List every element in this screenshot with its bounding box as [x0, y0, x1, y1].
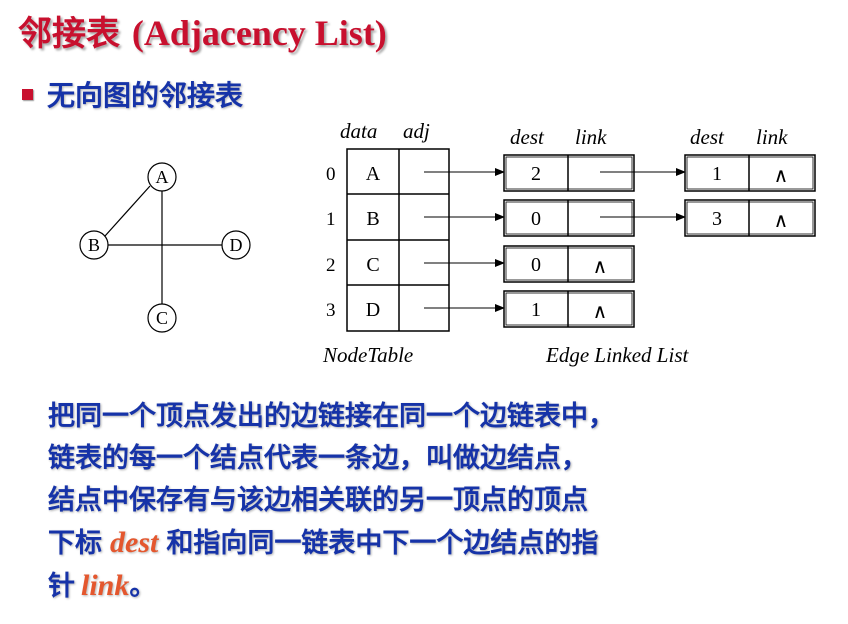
node-table-cell: A: [366, 163, 381, 185]
graph-node-c: C: [147, 303, 177, 333]
paragraph-text: 。: [129, 571, 157, 602]
edge-dest-value: 1: [712, 163, 722, 185]
edge-list-caption: Edge Linked List: [545, 343, 689, 367]
null-link-symbol: ∧: [774, 208, 789, 232]
graph-node-d-label: D: [230, 235, 243, 255]
row-index: 3: [326, 300, 336, 321]
node-table: [346, 148, 450, 332]
row-index: 1: [326, 209, 336, 230]
description-paragraph: 把同一个顶点发出的边链接在同一个边链表中， 链表的每一个结点代表一条边，叫做边结…: [48, 396, 848, 608]
graph-node-a: A: [147, 162, 177, 192]
graph-node-a-label: A: [156, 167, 169, 187]
graph: A B C D: [79, 162, 251, 333]
graph-node-c-label: C: [156, 308, 168, 328]
keyword-dest: dest: [110, 526, 159, 559]
paragraph-text: 下标: [48, 528, 102, 559]
bullet-square-icon: [22, 88, 33, 100]
null-link-symbol: ∧: [593, 254, 608, 278]
edge-node-row1-col0: 0: [503, 199, 635, 237]
title-zh: 邻接表: [18, 14, 120, 54]
bullet-item: 无向图的邻接表: [22, 74, 243, 114]
title-en: (Adjacency List): [131, 13, 387, 53]
bullet-text: 无向图的邻接表: [47, 79, 244, 112]
row-index: 2: [326, 255, 336, 276]
edge-node-row3-col0: 1 ∧: [503, 290, 635, 328]
node-table-cell: B: [366, 208, 379, 230]
edge-dest-value: 3: [712, 208, 722, 230]
edge-header-link: link: [756, 125, 788, 149]
edge-header-link: link: [575, 125, 607, 149]
paragraph-line: 链表的每一个结点代表一条边，叫做边结点，: [48, 443, 588, 474]
null-link-symbol: ∧: [593, 299, 608, 323]
graph-node-b-label: B: [88, 235, 100, 255]
edge-node-row1-col1: 3 ∧: [684, 199, 816, 237]
edge-dest-value: 0: [531, 254, 541, 276]
graph-node-b: B: [79, 230, 109, 260]
edge-node-row2-col0: 0 ∧: [503, 245, 635, 283]
paragraph-text: 针: [48, 571, 75, 602]
node-table-caption: NodeTable: [322, 343, 413, 367]
paragraph-line: 结点中保存有与该边相关联的另一顶点的顶点: [48, 485, 588, 516]
null-link-symbol: ∧: [774, 163, 789, 187]
keyword-link: link: [81, 569, 130, 602]
graph-node-d: D: [221, 230, 251, 260]
paragraph-text: 和指向同一链表中下一个边结点的指: [166, 528, 599, 559]
edge-dest-value: 2: [531, 163, 541, 185]
edge-dest-value: 0: [531, 208, 541, 230]
node-table-cell: D: [366, 299, 380, 321]
edge-header-dest: dest: [690, 125, 725, 149]
page-title: 邻接表 (Adjacency List): [18, 6, 387, 55]
graph-edge-a-b: [104, 185, 151, 237]
row-index: 0: [326, 164, 336, 185]
edge-node-row0-col0: 2: [503, 154, 635, 192]
node-table-header-adj: adj: [403, 119, 430, 143]
node-table-header-data: data: [340, 119, 377, 143]
paragraph-line: 把同一个顶点发出的边链接在同一个边链表中，: [48, 401, 615, 432]
adjacency-diagram: A B C D data adj 0 1 2 3 A B C: [79, 119, 816, 367]
node-table-cell: C: [366, 254, 379, 276]
edge-node-row0-col1: 1 ∧: [684, 154, 816, 192]
edge-header-dest: dest: [510, 125, 545, 149]
edge-dest-value: 1: [531, 299, 541, 321]
